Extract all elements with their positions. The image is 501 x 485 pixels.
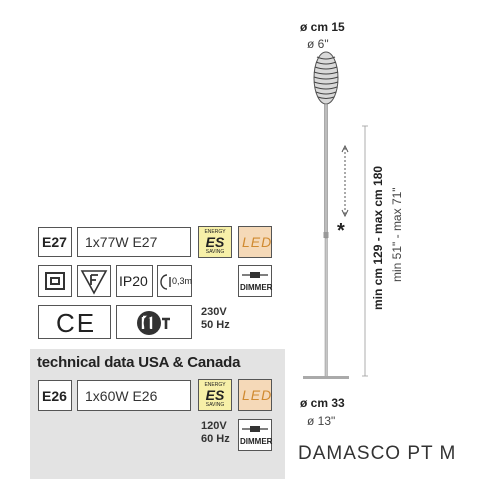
height-cm: min cm 129 - max cm 180 bbox=[371, 165, 385, 310]
usa-dimmer-label: DIMMER bbox=[240, 437, 273, 446]
usa-panel bbox=[30, 349, 285, 479]
product-name: DAMASCO PT M bbox=[298, 443, 457, 464]
usa-energy-badge-bottom: SAVING bbox=[205, 402, 225, 408]
top-diameter-cm: ø cm 15 bbox=[300, 20, 345, 34]
base-diameter-in: ø 13" bbox=[307, 414, 336, 428]
usa-energy-saving-badge: ENERGY ES SAVING bbox=[198, 379, 232, 411]
top-diameter-in: ø 6" bbox=[307, 37, 329, 51]
ip-rating-box: IP20 bbox=[116, 265, 153, 297]
adjust-asterisk: * bbox=[337, 220, 345, 242]
energy-saving-badge: ENERGY ES SAVING bbox=[198, 226, 232, 258]
socket-label: E27 bbox=[42, 234, 67, 250]
voltage-eu-line1: 230V bbox=[201, 306, 227, 318]
usa-energy-badge-top: ENERGY bbox=[204, 382, 226, 388]
bulb-label: 1x77W E27 bbox=[85, 234, 158, 250]
usa-bulb-box: 1x60W E26 bbox=[77, 380, 191, 411]
dimmer-badge: DIMMER bbox=[238, 265, 272, 297]
usa-heading: technical data USA & Canada bbox=[37, 354, 241, 371]
f-mark-icon bbox=[77, 265, 111, 297]
dimmer-icon bbox=[242, 272, 268, 278]
lamp-distance-icon bbox=[160, 274, 171, 290]
energy-badge-top: ENERGY bbox=[204, 229, 226, 235]
voltage-usa-line1: 120V bbox=[201, 420, 227, 432]
base-diameter-cm: ø cm 33 bbox=[300, 396, 345, 410]
socket-box: E27 bbox=[38, 227, 72, 257]
energy-badge-mark: ES bbox=[205, 234, 225, 250]
floor-lamp-drawing bbox=[303, 51, 368, 379]
led-badge: LED bbox=[238, 226, 272, 258]
voltage-eu-line2: 50 Hz bbox=[201, 319, 230, 331]
ce-label: CE bbox=[56, 308, 97, 338]
usa-dimmer-badge: DIMMER bbox=[238, 419, 272, 451]
pct-certification-box bbox=[116, 305, 192, 339]
distance-label: 0,3m bbox=[172, 276, 193, 286]
usa-socket-label: E26 bbox=[42, 388, 67, 404]
dimmer-label: DIMMER bbox=[240, 283, 273, 292]
pct-certification-icon bbox=[137, 311, 170, 335]
usa-led-label: LED bbox=[242, 387, 273, 403]
voltage-usa-line2: 60 Hz bbox=[201, 433, 230, 445]
usa-energy-badge-mark: ES bbox=[205, 387, 225, 403]
double-insulation-icon bbox=[38, 265, 72, 297]
usa-dimmer-icon bbox=[242, 426, 268, 432]
led-label: LED bbox=[242, 234, 273, 250]
bulb-box: 1x77W E27 bbox=[77, 227, 191, 257]
usa-led-badge: LED bbox=[238, 379, 272, 411]
ip-rating-label: IP20 bbox=[119, 273, 148, 289]
voltage-eu: 230V 50 Hz bbox=[201, 306, 230, 332]
voltage-usa: 120V 60 Hz bbox=[201, 420, 230, 446]
energy-badge-bottom: SAVING bbox=[205, 249, 225, 255]
distance-box: 0,3m bbox=[157, 265, 192, 297]
usa-bulb-label: 1x60W E26 bbox=[85, 388, 158, 404]
ce-box: CE bbox=[38, 305, 111, 339]
usa-socket-box: E26 bbox=[38, 380, 72, 411]
height-in: min 51" - max 71" bbox=[390, 187, 404, 282]
